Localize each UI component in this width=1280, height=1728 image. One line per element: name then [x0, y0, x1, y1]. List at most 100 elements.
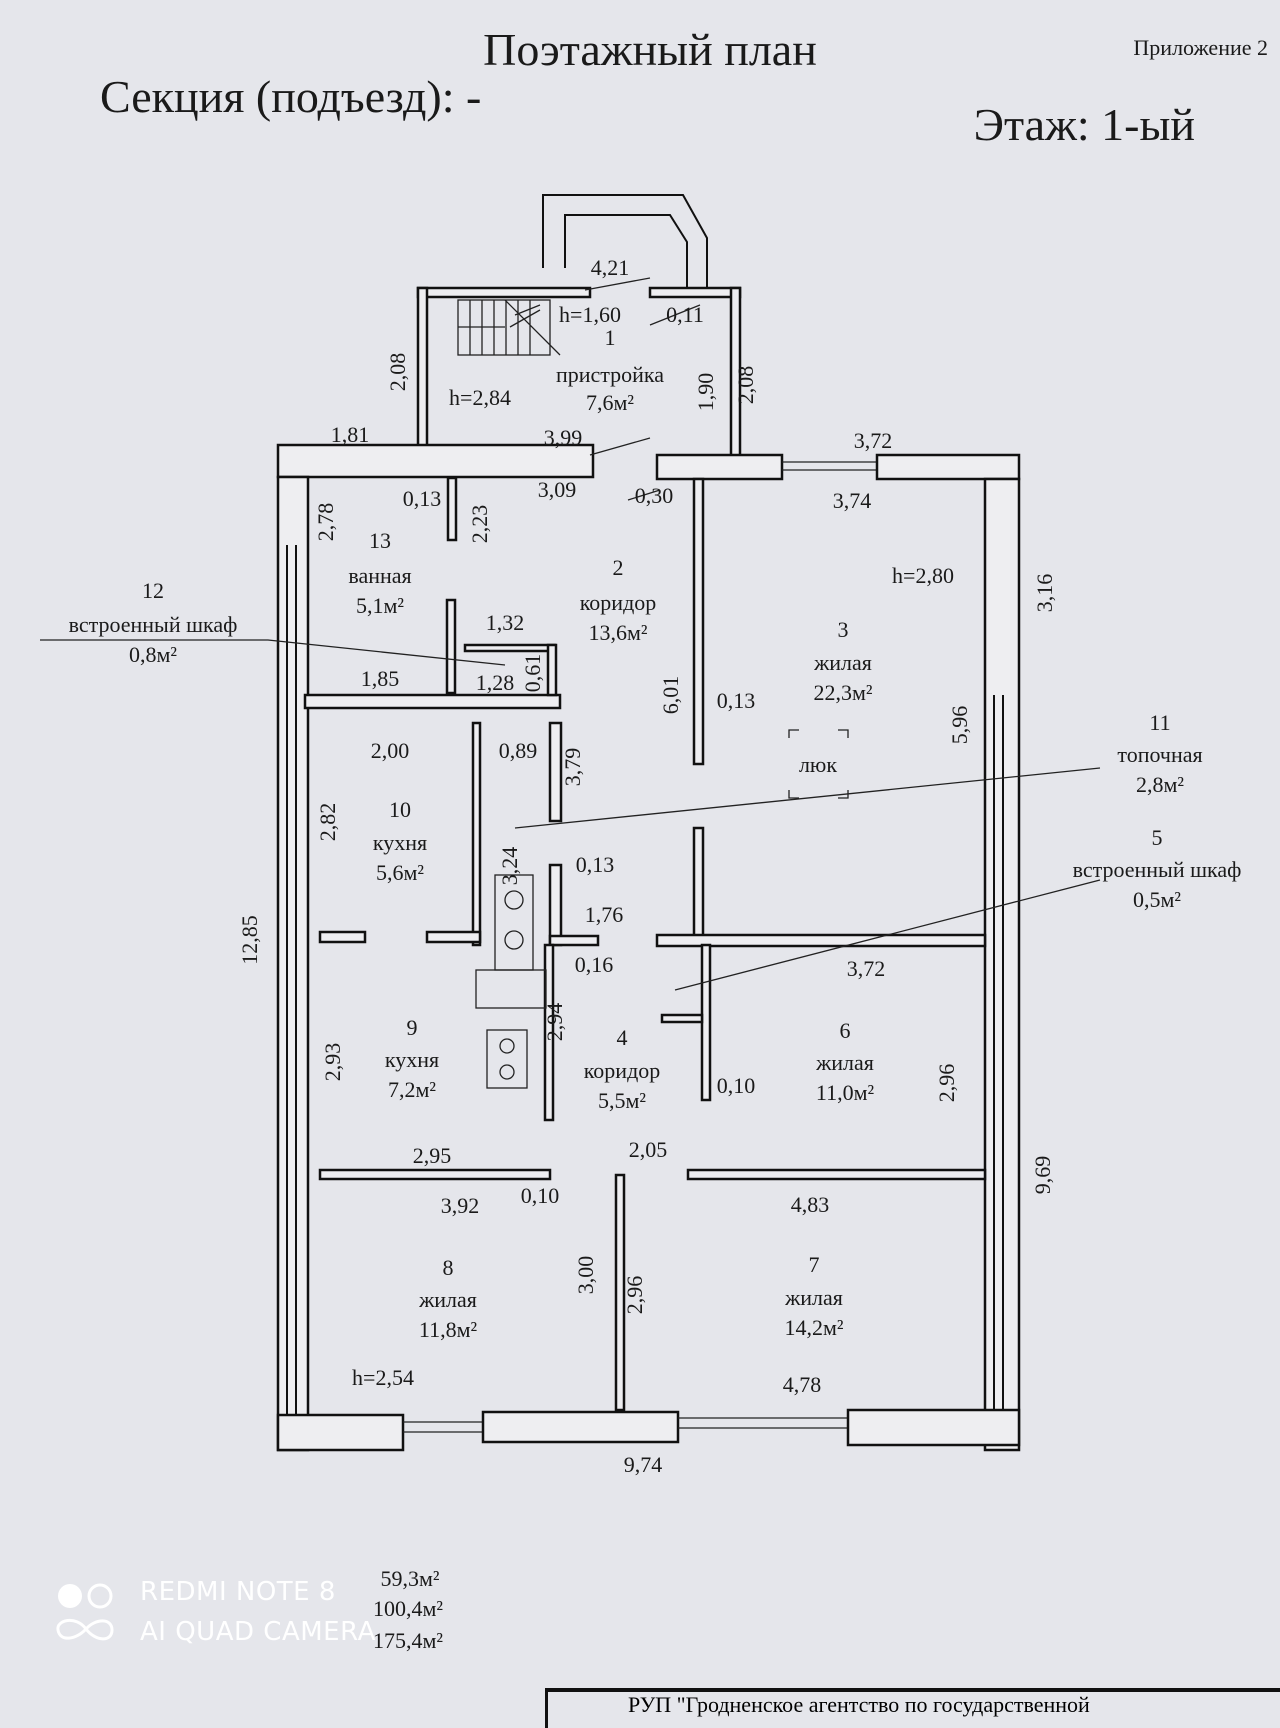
svg-text:13: 13	[369, 528, 391, 553]
svg-text:4,83: 4,83	[791, 1192, 830, 1217]
svg-text:8: 8	[443, 1255, 454, 1280]
svg-text:жилая: жилая	[418, 1287, 477, 1312]
svg-text:1,76: 1,76	[585, 902, 624, 927]
svg-text:22,3м²: 22,3м²	[813, 680, 872, 705]
stairs	[457, 299, 561, 356]
svg-text:6: 6	[840, 1018, 851, 1043]
svg-text:3,99: 3,99	[544, 425, 583, 450]
room-11: 11 топочная 2,8м²	[1117, 710, 1202, 797]
svg-text:7,2м²: 7,2м²	[388, 1077, 436, 1102]
room-9: 9 кухня 7,2м²	[385, 1015, 439, 1102]
area-totals: 59,3м² 100,4м² 175,4м²	[373, 1566, 443, 1653]
svg-text:4,21: 4,21	[591, 255, 630, 280]
svg-text:5,96: 5,96	[947, 706, 972, 745]
svg-text:1,85: 1,85	[361, 666, 400, 691]
hatch	[788, 729, 849, 799]
svg-text:0,10: 0,10	[521, 1183, 560, 1208]
dimension-labels: 4,21 h=1,60 0,11 2,08 2,08 1,90 h=2,84 1…	[237, 255, 1057, 1477]
svg-text:11,0м²: 11,0м²	[816, 1080, 875, 1105]
svg-text:жилая: жилая	[813, 650, 872, 675]
svg-text:0,89: 0,89	[499, 738, 538, 763]
plan-title: Поэтажный план	[483, 24, 817, 75]
svg-text:2,96: 2,96	[934, 1064, 959, 1103]
leader-lines	[40, 277, 1101, 991]
svg-text:5,5м²: 5,5м²	[598, 1088, 646, 1113]
svg-text:3: 3	[838, 617, 849, 642]
svg-text:3,16: 3,16	[1032, 574, 1057, 613]
svg-text:4,78: 4,78	[783, 1372, 822, 1397]
svg-text:2,94: 2,94	[542, 1003, 567, 1042]
watermark-camera: AI QUAD CAMERA	[140, 1617, 376, 1647]
room-4: 4 коридор 5,5м²	[584, 1025, 661, 1113]
room-3: 3 жилая 22,3м²	[813, 617, 873, 705]
svg-text:0,13: 0,13	[576, 852, 615, 877]
svg-text:2,78: 2,78	[313, 503, 338, 542]
svg-text:2,08: 2,08	[733, 366, 758, 405]
svg-text:жилая: жилая	[784, 1285, 843, 1310]
appendix-label: Приложение 2	[1133, 35, 1268, 60]
outer-walls	[276, 443, 1021, 1452]
watermark-model: REDMI NOTE 8	[140, 1577, 336, 1607]
room-10: 10 кухня 5,6м²	[373, 797, 427, 885]
hatch-label: люк	[799, 752, 837, 777]
svg-text:0,30: 0,30	[635, 483, 674, 508]
svg-text:0,61: 0,61	[520, 654, 545, 693]
room-5: 5 встроенный шкаф 0,5м²	[1073, 825, 1242, 912]
svg-text:коридор: коридор	[584, 1058, 661, 1083]
floor-label: Этаж: 1-ый	[974, 99, 1195, 150]
svg-text:3,00: 3,00	[573, 1256, 598, 1295]
svg-text:кухня: кухня	[385, 1047, 439, 1072]
room-12: 12 встроенный шкаф 0,8м²	[69, 578, 238, 667]
svg-text:2,08: 2,08	[385, 353, 410, 392]
svg-text:59,3м²: 59,3м²	[380, 1566, 439, 1591]
svg-text:2,8м²: 2,8м²	[1136, 772, 1184, 797]
section-label: Секция (подъезд): -	[100, 71, 481, 122]
svg-text:h=1,60: h=1,60	[559, 302, 621, 327]
svg-text:кухня: кухня	[373, 830, 427, 855]
svg-text:0,8м²: 0,8м²	[129, 642, 177, 667]
svg-text:2,96: 2,96	[622, 1276, 647, 1315]
svg-text:h=2,54: h=2,54	[352, 1365, 414, 1390]
svg-text:3,72: 3,72	[854, 428, 893, 453]
camera-logo-icon	[56, 1583, 114, 1641]
svg-text:3,24: 3,24	[497, 847, 522, 886]
svg-text:3,79: 3,79	[560, 748, 585, 787]
room-1: 1 пристройка 7,6м²	[556, 325, 664, 415]
svg-text:0,10: 0,10	[717, 1073, 756, 1098]
svg-text:11,8м²: 11,8м²	[419, 1317, 478, 1342]
svg-text:6,01: 6,01	[658, 676, 683, 715]
svg-text:пристройка: пристройка	[556, 362, 664, 387]
svg-text:14,2м²: 14,2м²	[784, 1315, 843, 1340]
svg-text:9,69: 9,69	[1030, 1156, 1055, 1195]
svg-text:175,4м²: 175,4м²	[373, 1628, 443, 1653]
svg-text:встроенный шкаф: встроенный шкаф	[1073, 857, 1242, 882]
svg-text:7: 7	[809, 1252, 820, 1277]
footer-organization: РУП "Гродненское агентство по государств…	[545, 1688, 1280, 1728]
svg-text:ванная: ванная	[348, 563, 411, 588]
svg-text:2,23: 2,23	[467, 505, 492, 544]
kitchen-equipment	[475, 874, 547, 1089]
svg-text:0,13: 0,13	[717, 688, 756, 713]
svg-text:12: 12	[142, 578, 164, 603]
svg-text:3,92: 3,92	[441, 1193, 480, 1218]
svg-text:0,5м²: 0,5м²	[1133, 887, 1181, 912]
svg-text:3,74: 3,74	[833, 488, 872, 513]
svg-text:1: 1	[605, 325, 616, 350]
svg-text:5: 5	[1152, 825, 1163, 850]
svg-text:0,11: 0,11	[666, 302, 704, 327]
svg-text:коридор: коридор	[580, 590, 657, 615]
svg-text:11: 11	[1149, 710, 1170, 735]
svg-text:топочная: топочная	[1117, 742, 1202, 767]
svg-text:0,16: 0,16	[575, 952, 614, 977]
svg-text:12,85: 12,85	[237, 915, 262, 965]
svg-text:7,6м²: 7,6м²	[586, 390, 634, 415]
svg-text:1,81: 1,81	[331, 422, 370, 447]
room-8: 8 жилая 11,8м²	[418, 1255, 477, 1342]
svg-text:h=2,84: h=2,84	[449, 385, 511, 410]
svg-text:5,1м²: 5,1м²	[356, 593, 404, 618]
room-7: 7 жилая 14,2м²	[784, 1252, 844, 1340]
svg-text:10: 10	[389, 797, 411, 822]
svg-text:2,05: 2,05	[629, 1137, 668, 1162]
svg-text:13,6м²: 13,6м²	[588, 620, 647, 645]
svg-text:2,82: 2,82	[315, 803, 340, 842]
